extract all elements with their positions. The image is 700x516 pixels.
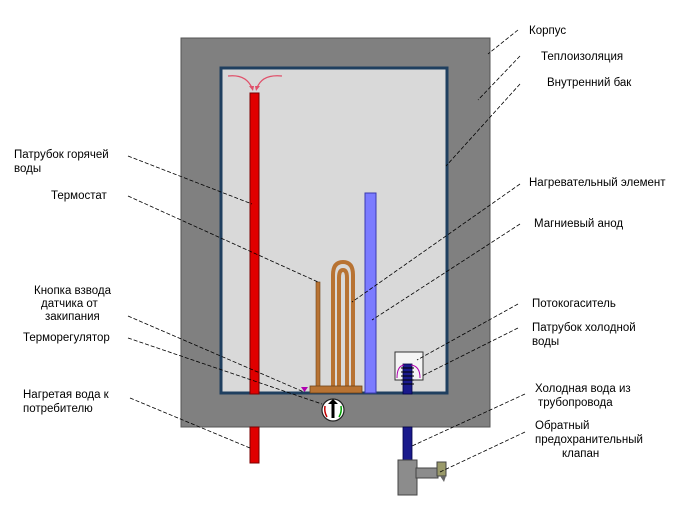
leader-anode [371,223,521,321]
dial-scale-right [338,405,342,418]
label-flow-damper: Потокогаситель [532,298,616,310]
leader-hot-pipe [127,155,253,205]
label-check-valve-line1: Обратный [535,420,589,432]
label-heated-water-line2: потребителю [23,403,93,415]
leader-cold-supply [411,393,526,447]
label-cold-supply-line1: Холодная вода из [535,383,631,395]
heater-inner-loop [337,267,349,388]
magnesium-anode [364,192,377,394]
heating-element [331,259,355,388]
hot-flow-arrowhead-right [255,86,260,91]
cold-inlet-thread [401,367,414,385]
label-check-valve-line3: клапан [562,448,599,460]
label-check-valve-line2: предохранительный [535,434,643,446]
leader-flow-damper [416,303,519,361]
hot-water-pipe [249,92,260,395]
thermostat-rod [315,281,321,390]
reset-button [301,387,308,392]
dial-needle-tip [328,399,338,404]
cold-water-supply-pipe [402,426,413,464]
label-heating-element: Нагревательный элемент [529,177,666,189]
damper-flow-arrows [396,364,421,379]
hot-flow-arrow-left [227,75,253,89]
label-housing: Корпус [529,25,566,37]
leader-housing [487,29,519,55]
label-insulation: Теплоизоляция [541,51,623,63]
label-thermostat: Термостат [51,190,108,202]
check-valve-side-port [415,467,439,479]
heater-outer-loop [331,259,355,388]
leader-check-valve [439,431,526,473]
damper-arrow-right [410,364,421,379]
hot-flow-arrow-right [256,75,283,89]
label-cold-supply-line2: трубопровода [538,397,613,409]
leader-reset-button [127,315,305,393]
label-hot-pipe-line2: воды [14,163,41,175]
label-reset-button-line2: датчика от [41,298,99,310]
label-cold-pipe-line2: воды [532,336,559,348]
hot-flow-arrowheads [249,86,260,91]
leader-inner-tank [445,83,521,167]
heater-flange [309,385,363,394]
label-heated-water-line1: Нагретая вода к [23,389,110,401]
hot-water-outlet [249,426,260,464]
leader-thermostat [127,195,319,283]
check-valve-body [397,459,418,496]
label-inner-tank: Внутренний бак [547,77,632,89]
dial-scale-left [324,405,328,418]
hot-flow-arrowhead-left [249,86,254,91]
label-hot-pipe-line1: Патрубок горячей [14,149,109,161]
cold-water-inlet-pipe [402,363,413,395]
label-cold-pipe-line1: Патрубок холодной [532,322,636,334]
check-valve-lever [436,461,447,477]
damper-arrow-left [396,364,405,379]
leader-heating-element [351,183,521,303]
label-reset-button-line3: закипания [45,311,100,323]
label-anode: Магниевый анод [534,218,623,230]
leader-insulation [477,55,521,101]
label-reset-button-line1: Кнопка взвода [34,285,112,297]
leader-heated-water [129,397,251,449]
leader-lines [127,29,526,473]
hot-flow-arrows [227,75,283,89]
label-thermoregulator: Терморегулятор [23,332,110,344]
leader-thermoregulator [127,337,323,405]
check-valve-lever-tip [440,476,446,482]
